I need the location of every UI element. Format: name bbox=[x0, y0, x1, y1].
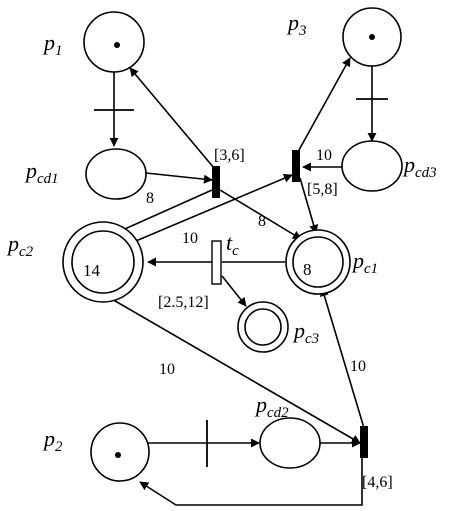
label-pc1: pc1 bbox=[351, 248, 378, 277]
weight-t1-pc1: 8 bbox=[258, 213, 266, 230]
transition-t2 bbox=[360, 426, 368, 458]
label-pc2: pc2 bbox=[6, 231, 34, 260]
place-p2 bbox=[90, 422, 150, 482]
arc-t1-p1 bbox=[129, 67, 215, 169]
label-p1: p1 bbox=[42, 30, 63, 59]
arc-pc2-t3 bbox=[123, 174, 293, 247]
arc-pc2-t2 bbox=[109, 297, 361, 444]
weight-pcd3-t3: 10 bbox=[316, 147, 332, 164]
arc-t3-pc1 bbox=[299, 177, 319, 234]
label-pcd3: pcd3 bbox=[402, 152, 437, 181]
token-p2 bbox=[115, 452, 121, 458]
interval-tc: [2.5,12] bbox=[158, 294, 209, 311]
weight-pc2-t2: 10 bbox=[159, 361, 175, 378]
arc-t2-p2 bbox=[139, 455, 363, 506]
transition-t3 bbox=[292, 150, 300, 182]
arc-tc-pc3 bbox=[221, 275, 247, 307]
place-pc1-inner bbox=[292, 236, 344, 288]
place-pcd3 bbox=[341, 140, 403, 192]
label-p3: p3 bbox=[286, 10, 307, 39]
interval-t2: [4,6] bbox=[362, 474, 393, 491]
label-pc3: pc3 bbox=[292, 318, 319, 347]
arc-pcd1-t1 bbox=[145, 172, 213, 184]
label-pcd1: pcd1 bbox=[24, 158, 59, 187]
token-p3 bbox=[369, 34, 375, 40]
label-tc: tc bbox=[226, 230, 239, 259]
label-pcd2: pcd2 bbox=[254, 392, 289, 421]
weight-pcd1-t1: 8 bbox=[146, 190, 154, 207]
arc-pc2-t1 bbox=[117, 189, 213, 233]
place-pcd1 bbox=[85, 148, 147, 200]
interval-t1: [3,6] bbox=[214, 147, 245, 164]
label-p2: p2 bbox=[42, 426, 63, 455]
arc-t2-pc1 bbox=[320, 287, 365, 429]
token-p1 bbox=[114, 42, 120, 48]
place-p1 bbox=[83, 11, 145, 73]
interval-t3: [5,8] bbox=[307, 181, 338, 198]
weight-t2-pc1: 10 bbox=[350, 358, 366, 375]
marking-pc2: 14 bbox=[83, 261, 101, 280]
marking-pc1: 8 bbox=[303, 260, 312, 279]
arc-t3-p3 bbox=[298, 57, 351, 151]
place-pc3-inner bbox=[244, 308, 282, 346]
arc-t1-pc1 bbox=[219, 189, 302, 240]
weight-pc2-t3: 10 bbox=[182, 230, 198, 247]
place-pcd2 bbox=[259, 417, 321, 469]
transition-t1 bbox=[212, 166, 220, 198]
transition-tc bbox=[211, 240, 222, 285]
place-pc2-inner bbox=[71, 230, 135, 294]
